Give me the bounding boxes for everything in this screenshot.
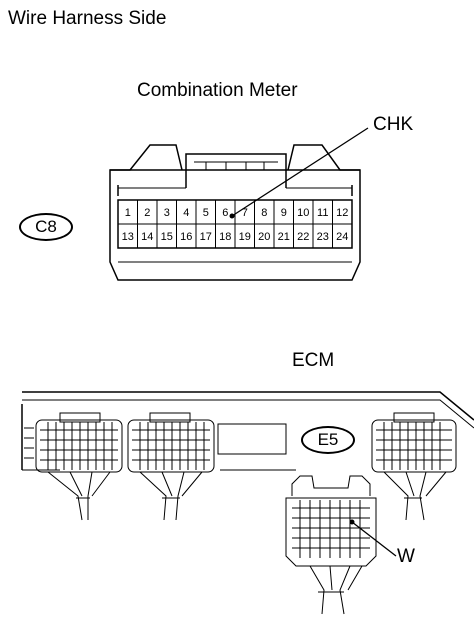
- pin-23: 23: [317, 231, 329, 243]
- ecm-title: ECM: [292, 350, 335, 371]
- pin-3: 3: [164, 207, 170, 219]
- pin-10: 10: [297, 207, 309, 219]
- connector-code-badge: C8: [19, 213, 73, 241]
- page-title: Wire Harness Side: [8, 8, 167, 29]
- pin-20: 20: [258, 231, 270, 243]
- ecm-body: [21, 391, 474, 471]
- pin-15: 15: [161, 231, 173, 243]
- pin-11: 11: [317, 207, 328, 219]
- pin-12: 12: [336, 207, 348, 219]
- ecm-connector-left-edge: [24, 427, 34, 459]
- ecm-connector-1: [35, 412, 123, 521]
- pin-7: 7: [242, 207, 248, 219]
- pin-19: 19: [239, 231, 251, 243]
- pin-4: 4: [183, 207, 189, 219]
- pin-5: 5: [203, 207, 209, 219]
- wire-color-label: W: [397, 546, 415, 567]
- pin-13: 13: [122, 231, 134, 243]
- chk-leader: [229, 127, 369, 219]
- pin-17: 17: [200, 231, 212, 243]
- pin-2: 2: [144, 207, 150, 219]
- pin-18: 18: [219, 231, 231, 243]
- pin-24: 24: [336, 231, 348, 243]
- e5-harness-connector: [285, 475, 377, 615]
- ecm-connector-3: [371, 412, 457, 521]
- pin-21: 21: [278, 231, 290, 243]
- pin-22: 22: [297, 231, 309, 243]
- pin-1: 1: [125, 207, 131, 219]
- chk-terminal-label: CHK: [373, 114, 414, 135]
- pin-9: 9: [281, 207, 287, 219]
- pin-8: 8: [261, 207, 267, 219]
- ecm-connector-2: [127, 412, 215, 521]
- pin-14: 14: [141, 231, 153, 243]
- pin-16: 16: [180, 231, 192, 243]
- w-leader: [349, 519, 397, 557]
- ecm-connector-code-badge: E5: [301, 426, 355, 454]
- connector-title: Combination Meter: [137, 80, 298, 101]
- pin-6: 6: [222, 207, 228, 219]
